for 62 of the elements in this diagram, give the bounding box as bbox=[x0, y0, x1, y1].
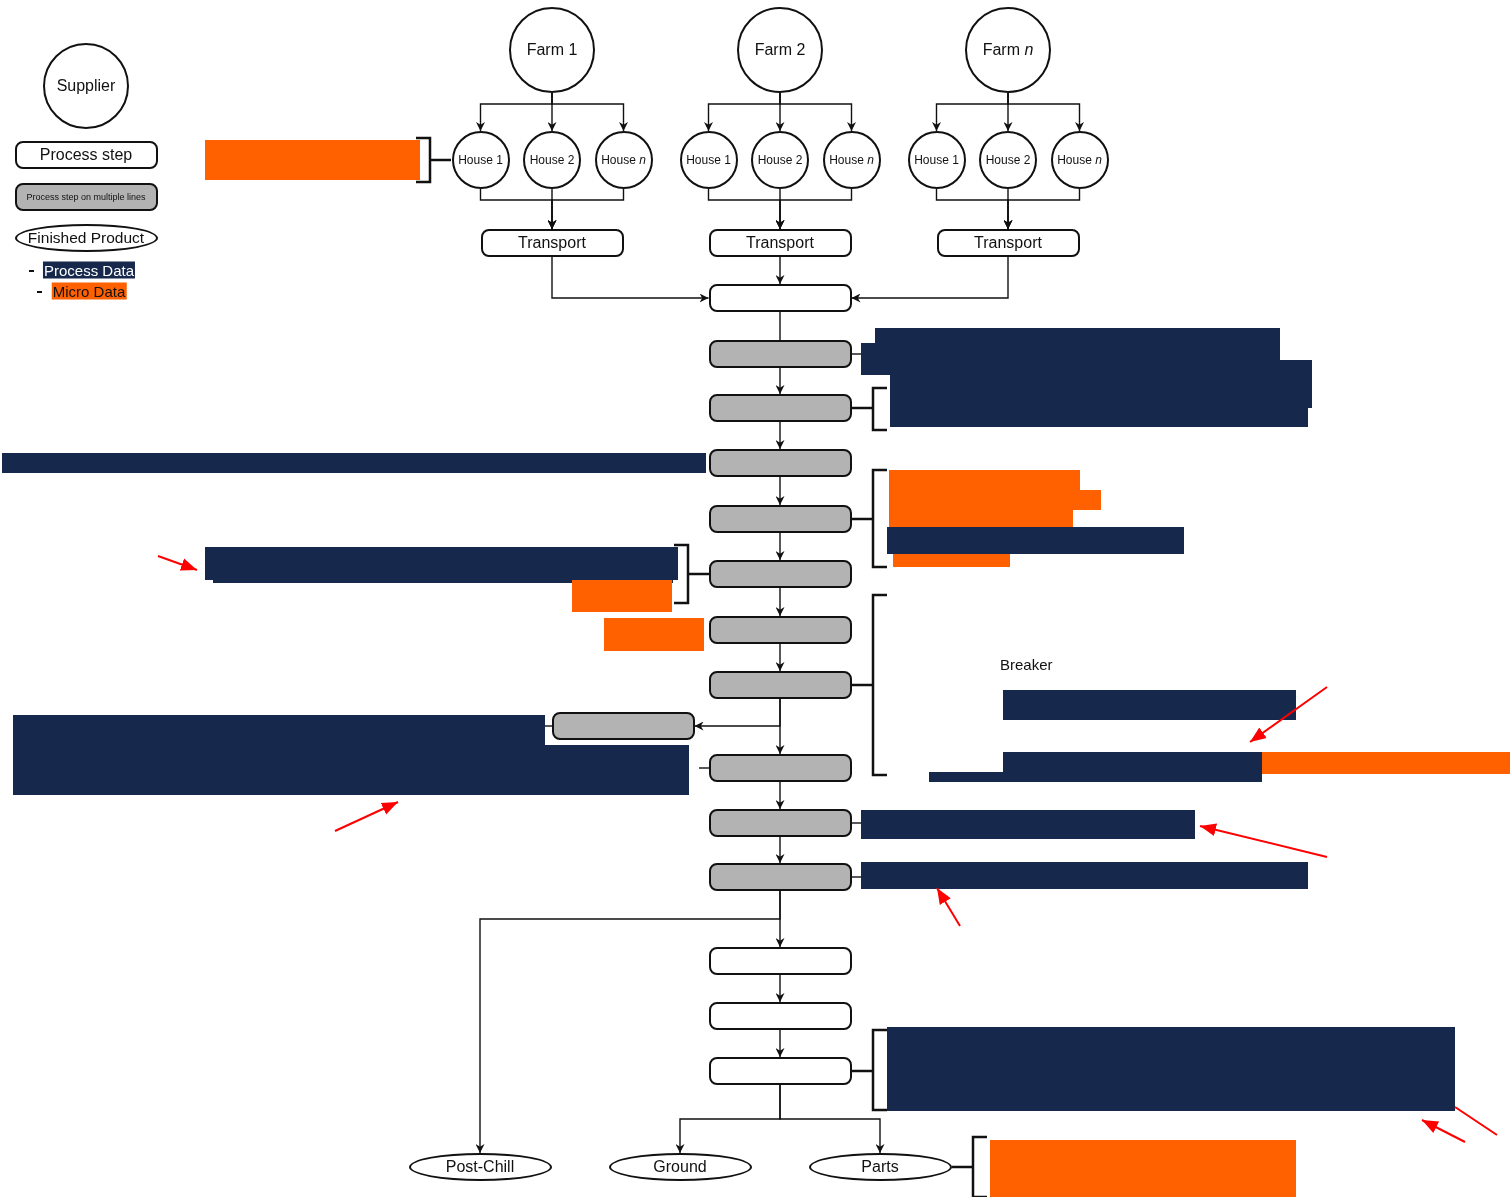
farm-circle: Farm 1 bbox=[509, 7, 595, 93]
house-circle: House n bbox=[822, 131, 881, 189]
house-circle: House 1 bbox=[451, 131, 510, 189]
empty-process-box bbox=[708, 394, 852, 422]
connector-arrow bbox=[775, 476, 785, 506]
empty-process-box bbox=[708, 284, 852, 312]
legend-swatch: Micro Data bbox=[51, 282, 127, 300]
house-circle: House 2 bbox=[751, 131, 809, 189]
empty-process-box bbox=[708, 560, 852, 588]
empty-process-box bbox=[708, 947, 852, 975]
connector-arrow bbox=[551, 92, 628, 132]
farm-circle: Farm 2 bbox=[737, 7, 823, 93]
empty-process-box bbox=[708, 1002, 852, 1030]
product-ellipse: Parts bbox=[808, 1153, 952, 1181]
house-circle: House 1 bbox=[679, 131, 738, 189]
connector-arrow bbox=[775, 643, 785, 672]
legend-swatch: Process Data bbox=[43, 261, 135, 279]
house-circle: House n bbox=[1050, 131, 1109, 189]
empty-process-box bbox=[708, 863, 852, 891]
product-ellipse: Ground bbox=[608, 1153, 752, 1181]
empty-process-box bbox=[708, 1057, 852, 1085]
connector-arrow bbox=[551, 256, 710, 303]
empty-process-box bbox=[708, 616, 852, 644]
legend-sample: Process step bbox=[14, 141, 158, 169]
connector-arrow bbox=[475, 890, 781, 1154]
empty-process-box bbox=[708, 505, 852, 533]
empty-process-box bbox=[708, 340, 852, 368]
product-ellipse: Post-Chill bbox=[408, 1153, 552, 1181]
connector-arrow bbox=[779, 1084, 885, 1154]
process-box: Transport bbox=[480, 229, 624, 257]
legend-sample: Finished Product bbox=[14, 224, 158, 252]
connector-arrow bbox=[1003, 188, 1081, 230]
note-text: Breaker bbox=[1000, 656, 1053, 673]
connector-arrow bbox=[775, 1029, 785, 1058]
empty-process-box bbox=[708, 754, 852, 782]
house-circle: House 2 bbox=[979, 131, 1037, 189]
house-circle: House 2 bbox=[523, 131, 581, 189]
connector-arrow bbox=[775, 587, 785, 617]
connector-arrow bbox=[547, 188, 625, 230]
connector-arrow bbox=[775, 974, 785, 1003]
legend-sample: Process step on multiple lines bbox=[14, 183, 158, 211]
connector-arrow bbox=[775, 836, 785, 864]
connector-arrow bbox=[775, 188, 853, 230]
connector-arrow bbox=[775, 256, 785, 285]
empty-process-box bbox=[708, 449, 852, 477]
connector-arrow bbox=[775, 532, 785, 561]
connector-arrow bbox=[1007, 92, 1084, 132]
process-box: Transport bbox=[936, 229, 1080, 257]
connector-arrow bbox=[775, 421, 785, 450]
empty-process-box bbox=[551, 712, 695, 740]
house-circle: House 1 bbox=[907, 131, 966, 189]
house-circle: House n bbox=[594, 131, 653, 189]
empty-process-box bbox=[708, 809, 852, 837]
connector-arrow bbox=[775, 698, 785, 755]
connector-arrow bbox=[850, 256, 1009, 303]
farm-circle: Farm n bbox=[965, 7, 1051, 93]
legend-sample: Supplier bbox=[43, 43, 129, 129]
connector-arrow bbox=[779, 92, 856, 132]
process-box: Transport bbox=[708, 229, 852, 257]
connector-arrow bbox=[775, 367, 785, 395]
connector-arrow bbox=[775, 781, 785, 810]
empty-process-box bbox=[708, 671, 852, 699]
